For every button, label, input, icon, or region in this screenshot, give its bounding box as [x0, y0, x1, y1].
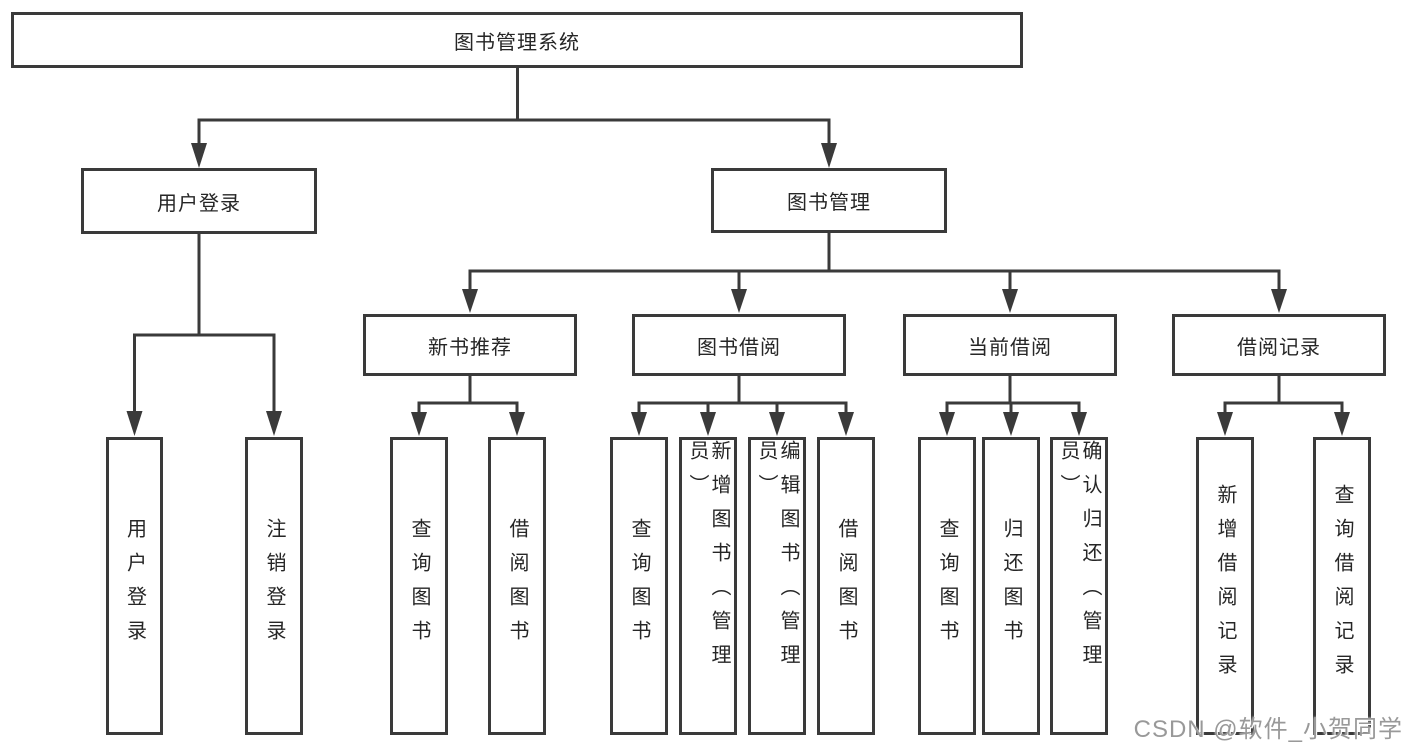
arrow-down-icon [1071, 412, 1087, 436]
node-label: 查询借阅记录 [1331, 484, 1353, 688]
leaf-add-borrow-record: 新增借阅记录 [1196, 437, 1254, 735]
node-new-book-recommend: 新书推荐 [363, 314, 577, 376]
node-label: 查询图书 [408, 518, 430, 654]
node-label: 当前借阅 [968, 336, 1052, 359]
leaf-query-borrow-record: 查询借阅记录 [1313, 437, 1371, 735]
leaf-add-books-admin: 新增图书（管理员） [679, 437, 737, 735]
leaf-logout: 注销登录 [245, 437, 303, 735]
node-label: 图书管理系统 [454, 31, 580, 54]
node-label: 用户登录 [123, 518, 146, 654]
node-label: 查询图书 [936, 518, 958, 654]
node-label: 新增借阅记录 [1214, 484, 1236, 688]
node-label: 编辑图书（管理员） [755, 440, 799, 678]
node-label: 查询图书 [628, 518, 650, 654]
csdn-watermark: CSDN @软件_小贺同学 [1133, 716, 1403, 743]
leaf-query-books-current: 查询图书 [918, 437, 976, 735]
arrow-down-icon [191, 143, 207, 168]
arrow-down-icon [126, 411, 143, 436]
arrow-down-icon [838, 412, 854, 436]
node-current-borrowing: 当前借阅 [903, 314, 1117, 376]
arrow-down-icon [769, 412, 785, 436]
leaf-query-books-recommend: 查询图书 [390, 437, 448, 735]
arrow-down-icon [939, 412, 955, 436]
arrow-down-icon [462, 289, 478, 313]
arrow-down-icon [1334, 412, 1350, 436]
arrow-down-icon [1271, 289, 1287, 313]
leaf-confirm-return-admin: 确认归还（管理员） [1050, 437, 1108, 735]
node-label: 图书借阅 [697, 336, 781, 359]
arrow-down-icon [731, 289, 747, 313]
arrow-down-icon [631, 412, 647, 436]
leaf-borrow-books-recommend: 借阅图书 [488, 437, 546, 735]
arrow-down-icon [700, 412, 716, 436]
node-borrowing-records: 借阅记录 [1172, 314, 1386, 376]
node-label: 确认归还（管理员） [1057, 440, 1101, 678]
node-label: 新增图书（管理员） [686, 440, 730, 678]
node-label: 新书推荐 [428, 336, 512, 359]
node-library-management-system: 图书管理系统 [11, 12, 1023, 68]
node-label: 图书管理 [787, 192, 871, 214]
node-label: 借阅图书 [835, 518, 857, 654]
arrow-down-icon [1003, 412, 1019, 436]
arrow-down-icon [1002, 289, 1018, 313]
node-label: 借阅图书 [506, 518, 528, 654]
arrow-down-icon [411, 412, 427, 436]
node-user-login: 用户登录 [81, 168, 317, 234]
node-label: 注销登录 [263, 518, 285, 654]
arrow-down-icon [821, 143, 837, 168]
leaf-edit-books-admin: 编辑图书（管理员） [748, 437, 806, 735]
leaf-return-books: 归还图书 [982, 437, 1040, 735]
node-label: 借阅记录 [1237, 336, 1321, 359]
leaf-user-login: 用户登录 [106, 437, 163, 735]
node-book-borrowing: 图书借阅 [632, 314, 846, 376]
node-label: 归还图书 [1000, 518, 1022, 654]
leaf-borrow-books-borrowing: 借阅图书 [817, 437, 875, 735]
node-label: 用户登录 [157, 192, 241, 215]
arrow-down-icon [1217, 412, 1233, 436]
leaf-query-books-borrowing: 查询图书 [610, 437, 668, 735]
arrow-down-icon [266, 411, 282, 436]
arrow-down-icon [509, 412, 525, 436]
node-book-management: 图书管理 [711, 168, 947, 233]
